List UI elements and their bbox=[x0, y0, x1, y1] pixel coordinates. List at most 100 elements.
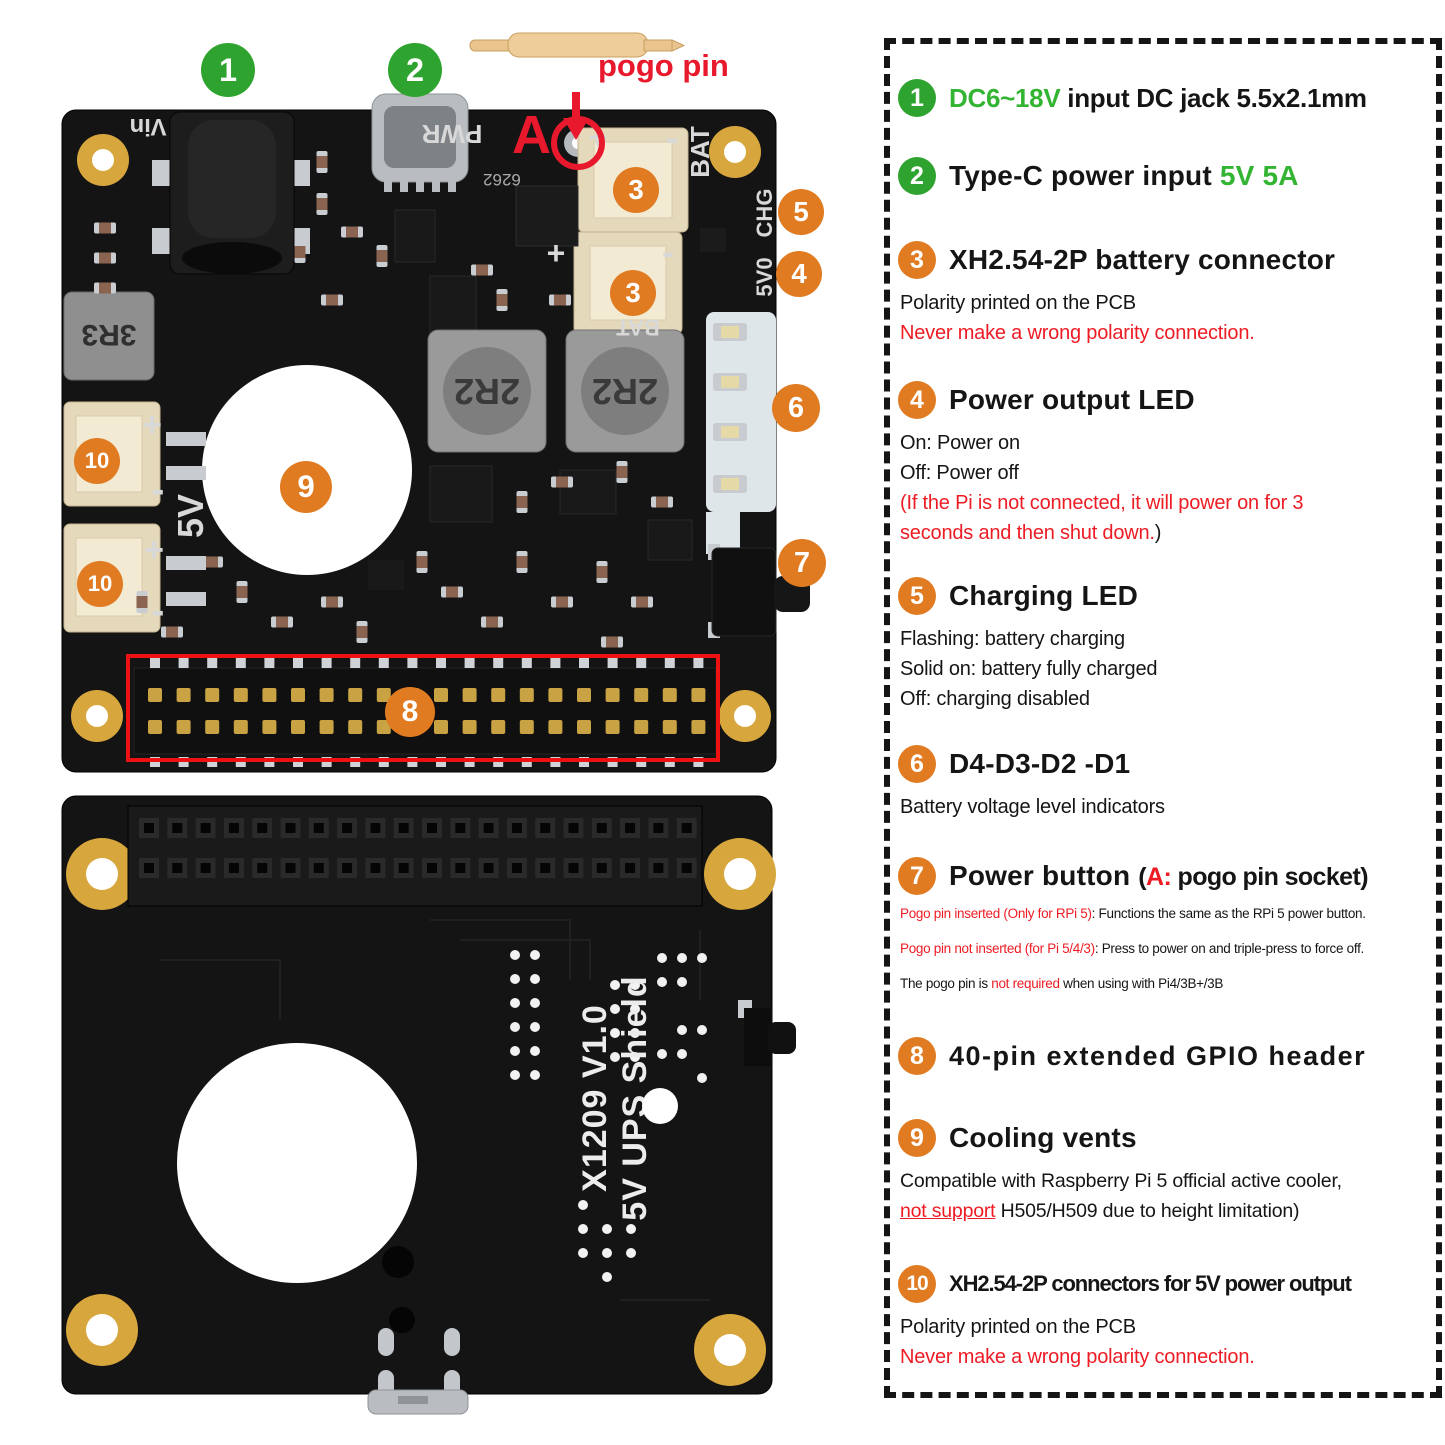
legend-item-number: 5 bbox=[898, 577, 936, 615]
legend-item-number: 10 bbox=[898, 1265, 936, 1303]
pogo-pin-graphic bbox=[469, 32, 686, 58]
svg-text:5V: 5V bbox=[170, 494, 211, 538]
legend-item-note: seconds and then shut down.) bbox=[900, 522, 1162, 544]
legend-item-2: 2 Type-C power input 5V 5A bbox=[898, 156, 1430, 196]
cooling-vent-bottom bbox=[177, 1043, 417, 1283]
legend-item-note: Pogo pin inserted (Only for RPi 5): Func… bbox=[900, 906, 1366, 921]
pilot-hole bbox=[642, 1088, 678, 1124]
power-button[interactable] bbox=[708, 544, 810, 638]
svg-text:BAT: BAT bbox=[616, 315, 660, 340]
svg-text:BAT: BAT bbox=[685, 126, 715, 178]
svg-text:PWR: PWR bbox=[421, 119, 482, 149]
ic-chips bbox=[368, 185, 726, 590]
svg-text:-: - bbox=[152, 469, 165, 511]
legend-item-number: 4 bbox=[898, 381, 936, 419]
inductor-2r2-right: 2R2 bbox=[565, 329, 685, 453]
svg-text:5V0: 5V0 bbox=[752, 257, 777, 296]
legend-item-note: Polarity printed on the PCB bbox=[900, 292, 1136, 314]
svg-text:+: + bbox=[142, 406, 162, 444]
legend-item-title: DC6~18V input DC jack 5.5x2.1mm bbox=[949, 82, 1367, 113]
legend-item-number: 2 bbox=[898, 157, 936, 195]
legend-item-number: 6 bbox=[898, 745, 936, 783]
usb-c-port bbox=[371, 93, 469, 192]
legend-item-1: 1 DC6~18V input DC jack 5.5x2.1mm bbox=[898, 78, 1430, 118]
svg-text:2R2: 2R2 bbox=[592, 371, 658, 412]
legend-item-title: 40-pin extended GPIO header bbox=[949, 1040, 1367, 1071]
mounting-hole bbox=[694, 1314, 766, 1386]
inductor-3r3: 3R3 bbox=[63, 291, 155, 381]
callout-marker-1: 1 bbox=[201, 43, 255, 97]
legend-item-10: 10 XH2.54-2P connectors for 5V power outp… bbox=[898, 1264, 1430, 1372]
legend-item-number: 8 bbox=[898, 1037, 936, 1075]
mounting-hole bbox=[704, 838, 776, 910]
legend-item-note: Off: Power off bbox=[900, 462, 1019, 484]
legend-item-title: Type-C power input 5V 5A bbox=[949, 160, 1299, 191]
legend-item-title: Charging LED bbox=[949, 580, 1139, 611]
legend-item-note: Polarity printed on the PCB bbox=[900, 1316, 1136, 1338]
callout-marker-7: 7 bbox=[778, 539, 826, 587]
mounting-hole bbox=[719, 690, 771, 742]
callout-marker-3: 3 bbox=[613, 167, 659, 213]
legend-item-number: 9 bbox=[898, 1119, 936, 1157]
callout-marker-4: 4 bbox=[776, 251, 822, 297]
gpio-female-header bbox=[127, 805, 703, 907]
thru-hole bbox=[382, 1246, 414, 1278]
svg-text:Vin: Vin bbox=[130, 113, 167, 140]
mounting-hole bbox=[709, 126, 761, 178]
pcb-traces bbox=[160, 919, 710, 1301]
svg-text:-: - bbox=[666, 117, 678, 158]
via-dots bbox=[510, 950, 707, 1282]
legend-item-8: 8 40-pin extended GPIO header bbox=[898, 1036, 1430, 1076]
svg-text:+: + bbox=[144, 531, 164, 569]
callout-marker-6: 6 bbox=[772, 384, 820, 432]
callout-marker-2: 2 bbox=[388, 43, 442, 97]
legend-item-title: XH2.54-2P battery connector bbox=[949, 244, 1336, 275]
power-button-back bbox=[738, 1000, 796, 1066]
pogo-pin-label: pogo pin bbox=[598, 48, 729, 83]
legend-item-title: Power output LED bbox=[949, 384, 1195, 415]
callout-marker-8: 8 bbox=[385, 687, 435, 737]
legend-item-number: 7 bbox=[898, 857, 936, 895]
svg-text:-: - bbox=[152, 590, 165, 632]
legend-panel: 1 DC6~18V input DC jack 5.5x2.1mm 2 Type-C … bbox=[884, 38, 1442, 1398]
legend-item-note: Never make a wrong polarity connection. bbox=[900, 322, 1255, 344]
legend-item-note: Pogo pin not inserted (for Pi 5/4/3): Pr… bbox=[900, 941, 1364, 956]
usb-c-back bbox=[367, 1328, 469, 1415]
callout-marker-10: 10 bbox=[77, 561, 123, 607]
svg-text:-: - bbox=[662, 231, 674, 272]
legend-item-note: Flashing: battery charging bbox=[900, 628, 1125, 650]
mounting-hole bbox=[71, 690, 123, 742]
svg-text:6262: 6262 bbox=[483, 170, 521, 189]
battery-level-leds bbox=[706, 312, 776, 554]
callout-marker-3: 3 bbox=[610, 270, 656, 316]
legend-item-title: XH2.54-2P connectors for 5V power output bbox=[949, 1271, 1352, 1296]
legend-item-number: 3 bbox=[898, 241, 936, 279]
legend-item-note: Never make a wrong polarity connection. bbox=[900, 1346, 1255, 1368]
mounting-hole bbox=[66, 838, 138, 910]
legend-item-note: not support H505/H509 due to height limi… bbox=[900, 1200, 1300, 1222]
dc-jack bbox=[152, 111, 310, 275]
socket-highlight-circle bbox=[551, 116, 605, 170]
svg-text:+: + bbox=[547, 235, 566, 271]
inductor-2r2-left: 2R2 bbox=[427, 329, 547, 453]
pcb-top-view: 3R3 2R2 2R2 bbox=[61, 93, 810, 773]
socket-letter-a: A bbox=[512, 105, 551, 165]
legend-item-note: Battery voltage level indicators bbox=[900, 796, 1165, 818]
svg-text:3R3: 3R3 bbox=[81, 318, 136, 351]
legend-item-number: 1 bbox=[898, 79, 936, 117]
thru-hole bbox=[389, 1307, 415, 1333]
mounting-hole bbox=[77, 134, 129, 186]
legend-item-note: Off: charging disabled bbox=[900, 688, 1090, 710]
callout-marker-5: 5 bbox=[778, 189, 824, 235]
svg-text:CHG: CHG bbox=[752, 189, 777, 238]
legend-item-note: Compatible with Raspberry Pi 5 official … bbox=[900, 1170, 1342, 1192]
mounting-hole bbox=[66, 1294, 138, 1366]
